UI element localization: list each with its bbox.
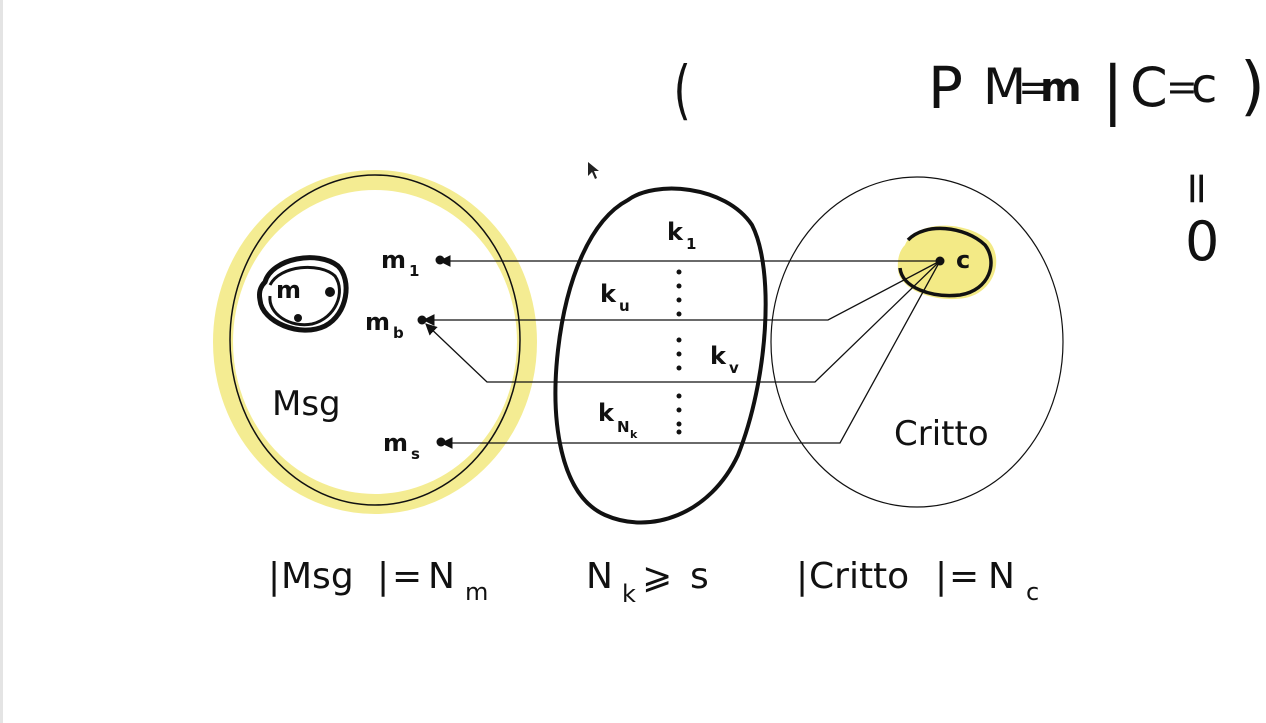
- line-c-to-mb-2: [425, 260, 941, 383]
- label-k1: k: [667, 218, 684, 246]
- key-set-outline: [553, 186, 768, 525]
- svg-text:|: |: [935, 556, 947, 597]
- label-ms-sub: s: [411, 445, 420, 463]
- label-kn: k: [598, 399, 615, 427]
- label-k1-sub: 1: [686, 235, 696, 253]
- svg-text:|: |: [796, 556, 808, 597]
- label-kn-sub: N: [617, 418, 630, 436]
- svg-text:=: =: [392, 556, 422, 597]
- circled-m-scribble: m: [257, 255, 349, 333]
- svg-text:|: |: [377, 556, 389, 597]
- line-c-to-ms: [440, 260, 941, 449]
- caption-msg-cardinality: | Msg | = N m: [268, 556, 488, 606]
- label-kn-subsub: k: [630, 428, 638, 441]
- svg-text:s: s: [690, 556, 709, 597]
- svg-text:N: N: [988, 556, 1015, 597]
- formula-given-bar: |: [1102, 54, 1124, 128]
- label-mb: m: [365, 308, 390, 336]
- handwritten-probability-formula: P ( M = m | C = c ) = 0: [673, 50, 1265, 273]
- svg-text:N: N: [428, 556, 455, 597]
- label-m-circled: m: [276, 276, 301, 304]
- formula-equals-1: =: [1018, 65, 1052, 111]
- point-ms: [436, 437, 446, 447]
- label-m1-sub: 1: [409, 262, 419, 280]
- formula-m-capital: M: [983, 58, 1026, 116]
- formula-c-lower: c: [1191, 58, 1217, 114]
- svg-text:|: |: [268, 556, 280, 597]
- formula-equals-2: =: [1166, 65, 1198, 109]
- svg-text:=: =: [949, 556, 979, 597]
- formula-p: P: [928, 54, 963, 122]
- formula-open-paren: (: [673, 54, 690, 128]
- svg-text:N: N: [586, 556, 613, 597]
- svg-text:Msg: Msg: [281, 556, 354, 597]
- mouse-pointer-icon: [588, 162, 599, 179]
- key-ellipsis-dots: [676, 269, 682, 435]
- cipher-highlight: [897, 225, 997, 300]
- critto-set-ellipse: [770, 176, 1064, 508]
- label-ku-sub: u: [619, 297, 630, 315]
- msg-set-label: Msg: [272, 384, 341, 424]
- line-c-to-mb-1: [422, 260, 941, 326]
- cipher-circle-stroke: [898, 226, 993, 298]
- svg-text:Critto: Critto: [809, 556, 909, 597]
- label-kv: k: [710, 342, 727, 370]
- label-ku: k: [600, 280, 617, 308]
- label-ms: m: [383, 429, 408, 457]
- formula-c-capital: C: [1130, 56, 1168, 119]
- formula-zero: 0: [1185, 210, 1219, 273]
- formula-equals-vertical: =: [1172, 170, 1223, 207]
- point-m1: [435, 255, 445, 265]
- svg-text:m: m: [465, 578, 488, 606]
- page-left-edge: [0, 0, 3, 723]
- formula-m-lower: m: [1040, 65, 1082, 111]
- caption-key-count: N k ⩾ s: [586, 556, 709, 608]
- point-c: [935, 256, 945, 266]
- caption-critto-cardinality: | Critto | = N c: [796, 556, 1039, 606]
- mapping-lines: [422, 255, 941, 449]
- label-m1: m: [381, 246, 406, 274]
- critto-set-label: Critto: [894, 414, 989, 454]
- label-kv-sub: v: [729, 359, 739, 377]
- label-c: c: [956, 246, 970, 274]
- svg-text:⩾: ⩾: [642, 556, 672, 597]
- point-m: [325, 287, 335, 297]
- formula-close-paren: ): [1240, 50, 1265, 124]
- msg-set-highlight: [213, 170, 537, 514]
- msg-set-ellipse: [229, 174, 521, 506]
- point-mb: [417, 315, 427, 325]
- svg-text:k: k: [622, 580, 636, 608]
- label-mb-sub: b: [393, 324, 404, 342]
- svg-text:c: c: [1026, 578, 1039, 606]
